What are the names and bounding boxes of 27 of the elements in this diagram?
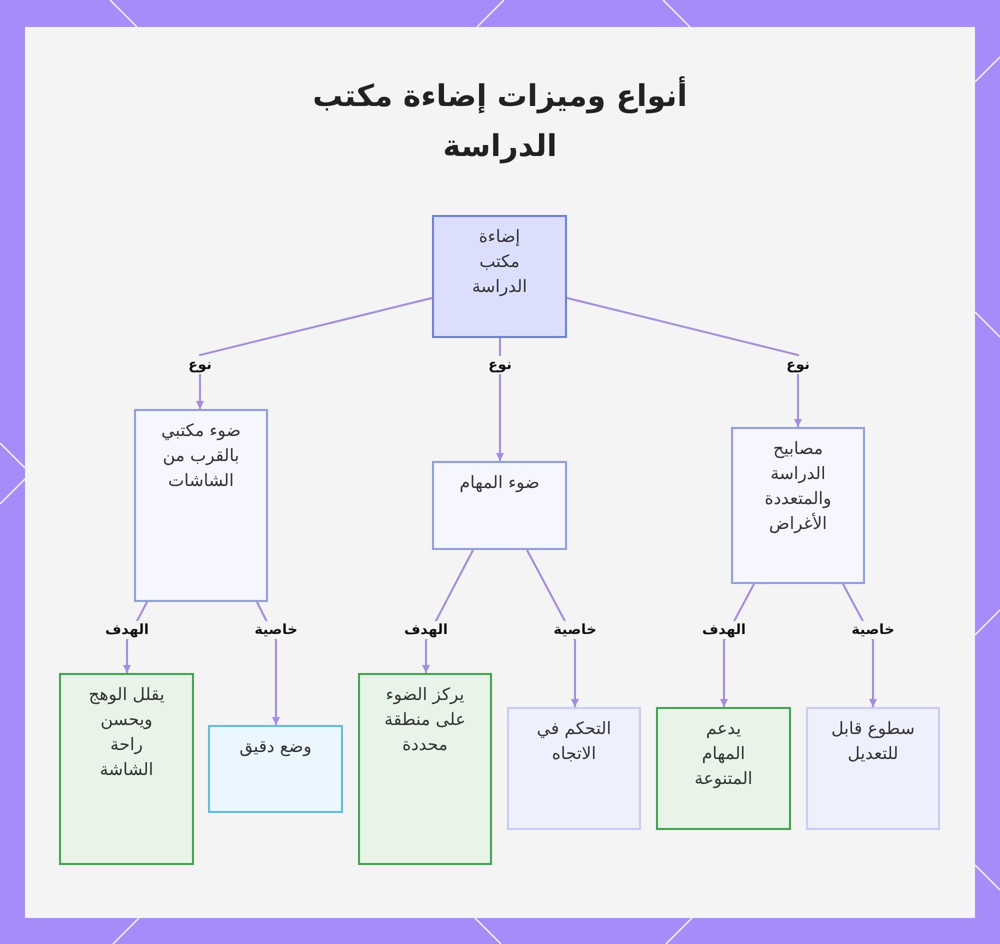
node-label: ضوء المهام bbox=[458, 472, 540, 495]
arrow bbox=[566, 297, 802, 427]
goal-box bbox=[656, 707, 791, 830]
node-label: ضوء مكتبي بالقرب من الشاشات bbox=[160, 420, 242, 493]
category-box bbox=[731, 427, 865, 584]
category-box bbox=[432, 461, 567, 550]
node-label: وضع دقيق bbox=[238, 736, 313, 759]
goal-box bbox=[358, 673, 492, 865]
node-label: يدعم المهام المتنوعة bbox=[693, 718, 754, 791]
node-label: مصابيح الدراسة والمتعددة الأغراض bbox=[764, 438, 832, 536]
node-label: إضاءة مكتب الدراسة bbox=[470, 226, 528, 299]
feature-box bbox=[208, 725, 343, 813]
category-box bbox=[134, 409, 268, 602]
edge-label: الهدف bbox=[700, 621, 748, 639]
node-label: سطوع قابل للتعديل bbox=[830, 718, 916, 766]
node-label: يركز الضوء على منطقة محددة bbox=[383, 684, 467, 757]
arrow bbox=[196, 297, 432, 409]
node-label: التحكم في الاتجاه bbox=[536, 718, 612, 766]
edge-label: الهدف bbox=[402, 621, 450, 639]
goal-box bbox=[59, 673, 194, 865]
arrow bbox=[526, 550, 579, 707]
diagram-title: أنواع وميزات إضاءة مكتب الدراسة bbox=[270, 72, 730, 172]
feature-box bbox=[507, 707, 641, 830]
topic-box bbox=[432, 215, 567, 338]
edge-label: الهدف bbox=[103, 621, 151, 639]
feature-box bbox=[806, 707, 940, 830]
node-label: يقلل الوهج ويحسن راحة الشاشة bbox=[88, 684, 166, 782]
